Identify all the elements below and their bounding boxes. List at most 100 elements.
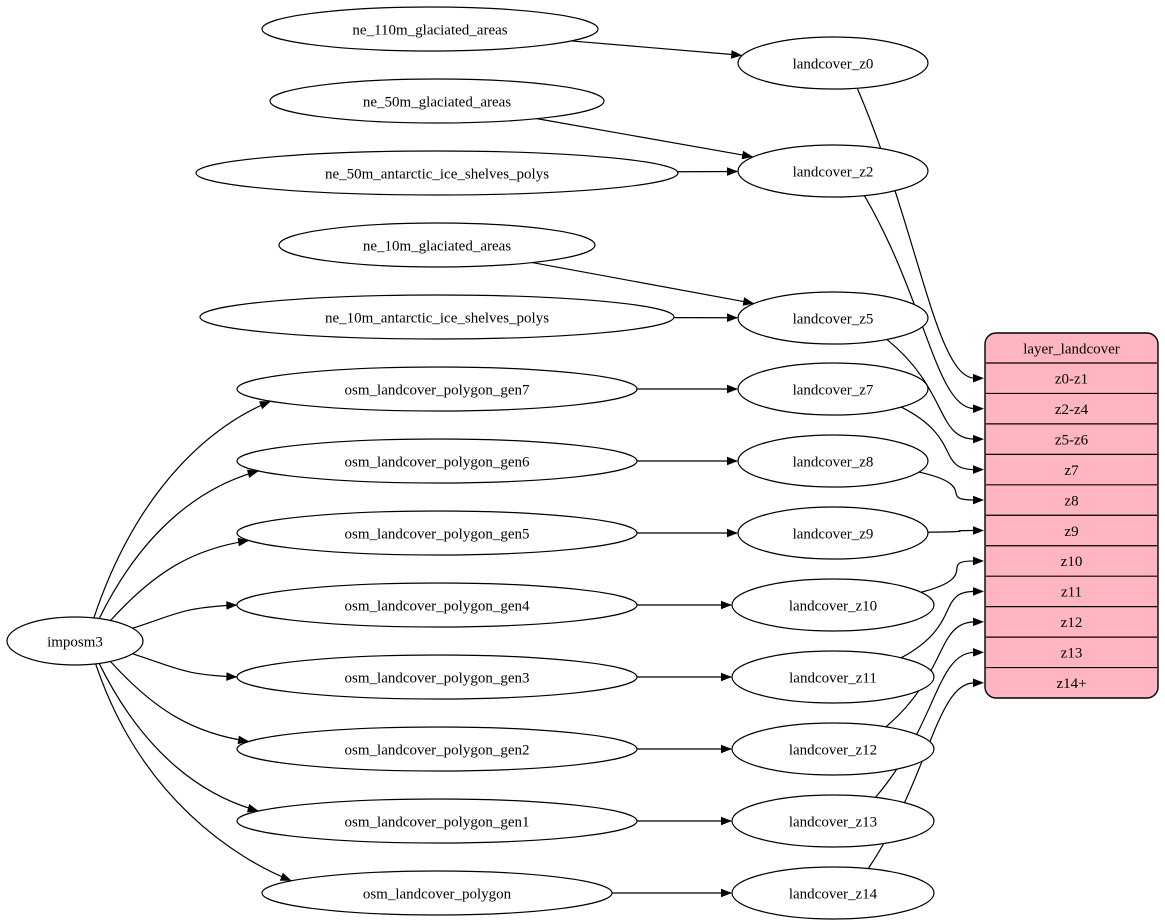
node-osm_landcover_polygon_gen1: osm_landcover_polygon_gen1 [236, 798, 638, 844]
edge-path [918, 471, 976, 501]
node-landcover_z11: landcover_z11 [731, 650, 935, 704]
node-ne_110m_glaciated_areas: ne_110m_glaciated_areas [261, 6, 599, 52]
table-row-label: z0-z1 [1055, 371, 1088, 387]
table-node-layer_landcover: layer_landcoverz0-z1z2-z4z5-z6z7z8z9z10z… [984, 332, 1159, 699]
node-label: osm_landcover_polygon_gen6 [345, 454, 530, 470]
node-landcover_z2: landcover_z2 [737, 144, 929, 198]
node-ellipse [731, 794, 935, 848]
node-label: osm_landcover_polygon_gen3 [345, 670, 530, 686]
edge-osm_landcover_polygon_gen3-to-landcover_z11 [637, 672, 732, 682]
node-label: landcover_z9 [793, 526, 874, 542]
node-landcover_z8: landcover_z8 [737, 434, 929, 488]
node-ellipse [195, 150, 679, 196]
node-label: ne_10m_antarctic_ice_shelves_polys [325, 310, 549, 326]
edge-landcover_z8-to-z8 [918, 471, 984, 505]
node-landcover_z12: landcover_z12 [731, 722, 935, 776]
edge-landcover_z10-to-z10 [920, 556, 984, 593]
table-row-z7: z7 [1064, 463, 1079, 479]
node-label: ne_10m_glaciated_areas [363, 238, 511, 254]
node-ellipse [731, 722, 935, 776]
edge-path [98, 470, 259, 619]
edge-arrow-icon [246, 804, 259, 813]
edge-landcover_z5-to-z5-z6 [886, 338, 984, 444]
node-imposm3: imposm3 [6, 616, 144, 666]
edge-path [875, 651, 976, 798]
edge-arrow-icon [259, 401, 271, 410]
node-label: landcover_z10 [789, 598, 877, 614]
node-label: landcover_z7 [793, 382, 874, 398]
edge-arrow-icon [727, 384, 738, 394]
node-ellipse [236, 438, 638, 484]
edge-arrow-icon [741, 150, 754, 160]
table-row-label: z12 [1061, 615, 1083, 631]
edge-osm_landcover_polygon_gen4-to-landcover_z10 [637, 600, 732, 610]
edge-path [927, 529, 976, 533]
edge-arrow-icon [973, 678, 984, 688]
node-ellipse [737, 362, 929, 416]
edge-ne_50m_antarctic_ice_shelves_polys-to-landcover_z2 [677, 167, 739, 176]
edge-landcover_z12-to-z12 [885, 617, 984, 728]
node-label: landcover_z8 [793, 454, 874, 470]
edge-path [571, 40, 742, 56]
edge-path [885, 621, 976, 728]
edge-arrow-icon [721, 600, 732, 610]
node-ellipse [737, 506, 929, 560]
node-osm_landcover_polygon_gen5: osm_landcover_polygon_gen5 [236, 510, 638, 556]
edge-arrow-icon [742, 297, 755, 306]
table-row-z5-z6: z5-z6 [1055, 432, 1089, 448]
edge-imposm3-to-osm_landcover_polygon_gen3 [132, 653, 238, 681]
edge-arrow-icon [279, 872, 292, 881]
table-row-z8: z8 [1064, 493, 1078, 509]
edge-arrow-icon [721, 816, 732, 826]
node-osm_landcover_polygon: osm_landcover_polygon [261, 870, 613, 916]
edge-path [132, 653, 238, 678]
node-ellipse [269, 78, 605, 124]
edge-path [95, 663, 292, 882]
node-ellipse [278, 222, 596, 268]
node-label: osm_landcover_polygon_gen4 [345, 598, 530, 614]
edge-path [536, 118, 753, 158]
edge-arrow-icon [727, 456, 738, 466]
node-osm_landcover_polygon_gen4: osm_landcover_polygon_gen4 [236, 582, 638, 628]
table-row-label: z10 [1061, 554, 1083, 570]
edge-arrow-icon [226, 672, 238, 681]
node-ellipse [236, 726, 638, 772]
node-ellipse [236, 654, 638, 700]
node-label: imposm3 [47, 634, 103, 650]
node-osm_landcover_polygon_gen7: osm_landcover_polygon_gen7 [236, 366, 638, 412]
edge-path [93, 400, 272, 619]
node-ellipse [236, 366, 638, 412]
nodes-layer: imposm3 ne_110m_glaciated_areas ne_50m_gla… [6, 6, 935, 920]
edge-imposm3-to-osm_landcover_polygon_gen1 [98, 663, 259, 813]
node-ne_10m_antarctic_ice_shelves_polys: ne_10m_antarctic_ice_shelves_polys [199, 294, 675, 340]
node-label: ne_50m_glaciated_areas [363, 94, 511, 110]
edge-arrow-icon [226, 601, 238, 610]
edge-path [98, 663, 259, 812]
node-ellipse [731, 866, 935, 920]
node-label: landcover_z0 [793, 56, 874, 72]
table-row-z12: z12 [1061, 615, 1083, 631]
edge-arrow-icon [721, 744, 732, 754]
edge-arrow-icon [973, 617, 984, 627]
node-label: landcover_z11 [789, 670, 877, 686]
node-label: osm_landcover_polygon_gen1 [345, 814, 530, 830]
edge-osm_landcover_polygon_gen7-to-landcover_z7 [637, 384, 738, 394]
table-title: layer_landcover [1023, 341, 1120, 357]
edge-ne_10m_glaciated_areas-to-landcover_z5 [532, 261, 755, 306]
node-label: ne_50m_antarctic_ice_shelves_polys [325, 166, 549, 182]
node-landcover_z0: landcover_z0 [737, 36, 929, 90]
table-row-z13: z13 [1061, 646, 1083, 662]
edge-imposm3-to-osm_landcover_polygon [95, 663, 292, 882]
edges-layer [93, 40, 984, 898]
edge-path [532, 261, 754, 304]
edge-arrow-icon [721, 888, 732, 898]
node-label: landcover_z2 [793, 164, 874, 180]
node-ellipse [236, 798, 638, 844]
edge-arrow-icon [727, 528, 738, 538]
node-label: osm_landcover_polygon [363, 886, 512, 902]
table-row-label: z2-z4 [1055, 402, 1089, 418]
edge-imposm3-to-osm_landcover_polygon_gen7 [93, 400, 272, 619]
table-row-z10: z10 [1061, 554, 1083, 570]
